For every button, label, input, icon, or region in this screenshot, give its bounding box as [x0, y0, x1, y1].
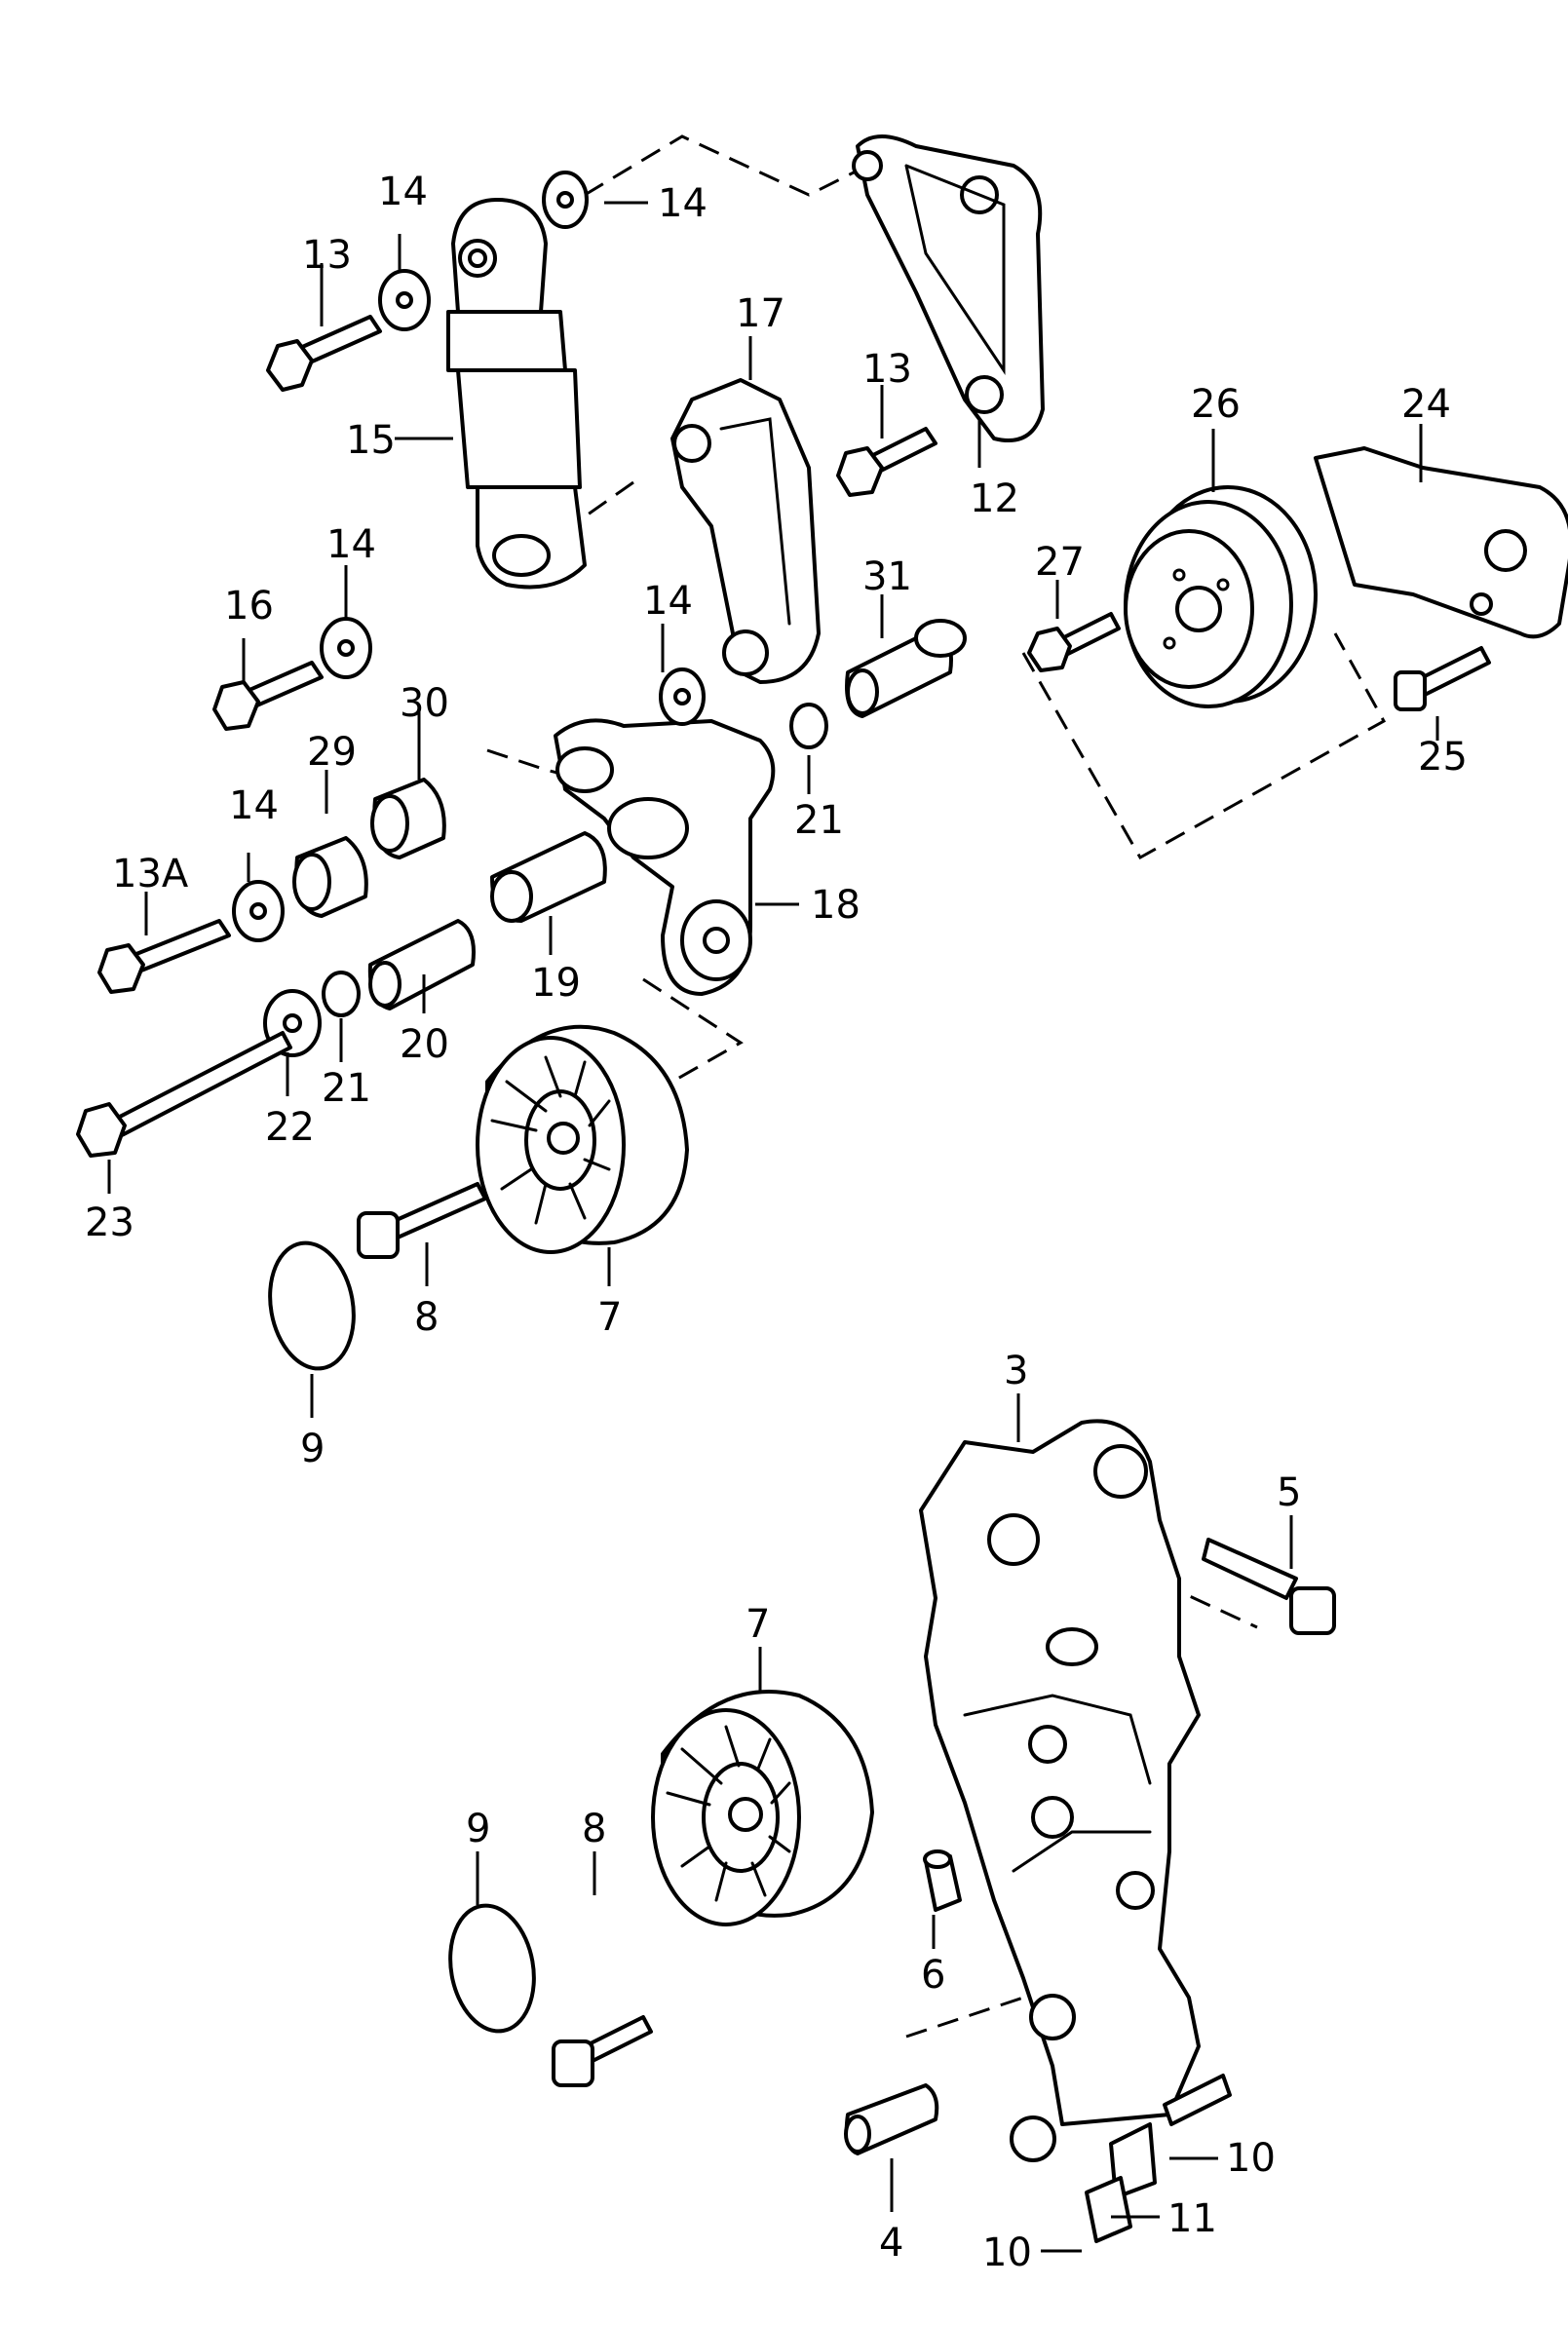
main-bracket	[919, 1419, 1201, 2162]
callout-7: 7	[746, 1602, 770, 1647]
bracket-arm	[670, 378, 821, 684]
callout-13: 13	[862, 347, 912, 392]
washers	[232, 171, 828, 1057]
callout-10: 10	[1226, 2136, 1276, 2181]
callout-17: 17	[736, 291, 785, 336]
callout-14: 14	[643, 579, 693, 624]
callout-31: 31	[862, 554, 912, 599]
tensioner-arm	[554, 718, 776, 996]
callout-9: 9	[300, 1427, 325, 1471]
idler-pulley-upper	[476, 1024, 689, 1254]
bolts	[76, 315, 1491, 2087]
callout-22: 22	[265, 1105, 315, 1150]
upper-bracket	[852, 134, 1045, 442]
callout-8: 8	[582, 1807, 606, 1851]
callout-12: 12	[970, 476, 1019, 521]
callout-29: 29	[307, 730, 357, 775]
callout-7: 7	[597, 1295, 622, 1340]
callout-21: 21	[794, 798, 844, 843]
cap-upper	[268, 1240, 356, 1371]
callout-24: 24	[1401, 382, 1451, 427]
callout-11: 11	[1167, 2196, 1217, 2241]
callout-10: 10	[982, 2230, 1032, 2275]
pump-pulley	[1124, 446, 1568, 708]
callout-4: 4	[879, 2221, 903, 2266]
callout-16: 16	[224, 584, 274, 629]
callout-5: 5	[1277, 1470, 1301, 1515]
cap-lower	[448, 1903, 536, 2034]
callout-20: 20	[400, 1022, 449, 1067]
callout-13A: 13A	[112, 852, 189, 896]
callout-21: 21	[322, 1066, 371, 1111]
callout-25: 25	[1418, 735, 1468, 780]
callout-30: 30	[400, 681, 449, 726]
callout-27: 27	[1035, 540, 1085, 585]
small-parts	[844, 1849, 1232, 2243]
callout-13: 13	[302, 233, 352, 278]
callout-3: 3	[1004, 1349, 1028, 1393]
callout-14: 14	[326, 522, 376, 567]
callout-14: 14	[378, 170, 428, 214]
callout-labels: 14 14 13 15 17 13 12 26 24 27 14 16 14 3…	[85, 170, 1468, 2275]
spacers	[292, 778, 446, 918]
callout-8: 8	[414, 1295, 439, 1340]
leader-lines	[107, 201, 1439, 2253]
callout-15: 15	[346, 418, 396, 463]
callout-18: 18	[811, 883, 860, 928]
callout-6: 6	[921, 1953, 945, 1998]
bushings	[367, 619, 967, 1010]
callout-26: 26	[1191, 382, 1241, 427]
callout-19: 19	[531, 961, 581, 1006]
idler-pulley-lower	[651, 1690, 874, 1926]
callout-14: 14	[229, 783, 279, 828]
shock-absorber	[446, 198, 587, 590]
callout-23: 23	[85, 1201, 134, 1245]
callout-14: 14	[658, 181, 708, 226]
callout-9: 9	[466, 1807, 490, 1851]
